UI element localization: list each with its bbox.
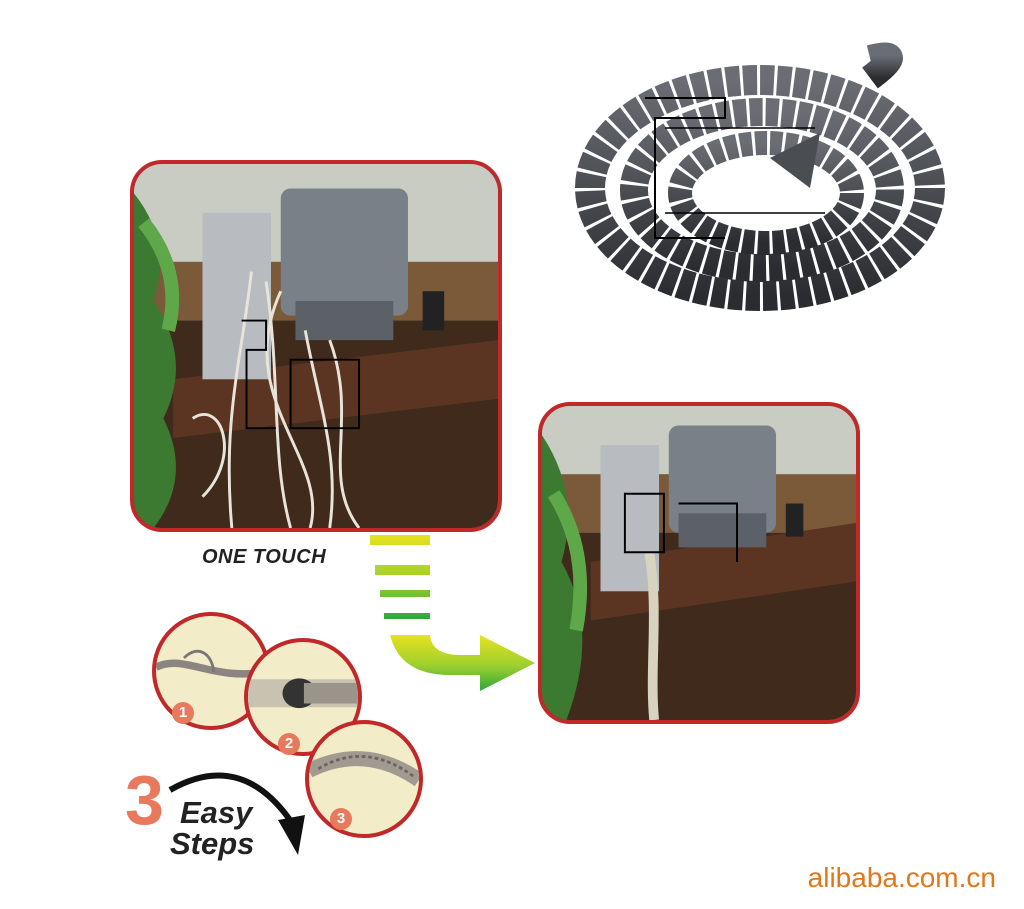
step-3-circle (305, 720, 423, 838)
one-touch-label: ONE TOUCH (202, 546, 327, 568)
step-3-badge: 3 (330, 808, 352, 830)
organized-cables-photo (538, 402, 860, 724)
right-arrow-icon (370, 535, 535, 691)
messy-cables-photo (130, 160, 502, 532)
steps-label: Steps (170, 826, 255, 861)
watermark-text: alibaba.com.cn (807, 862, 996, 893)
easy-label: Easy (180, 795, 253, 830)
step-2-badge: 2 (278, 733, 300, 755)
curved-arrow-icon (168, 772, 305, 855)
cable-wrap-coil-image (575, 42, 945, 311)
step-1-badge: 1 (172, 702, 194, 724)
big-step-number: 3 (125, 761, 164, 839)
